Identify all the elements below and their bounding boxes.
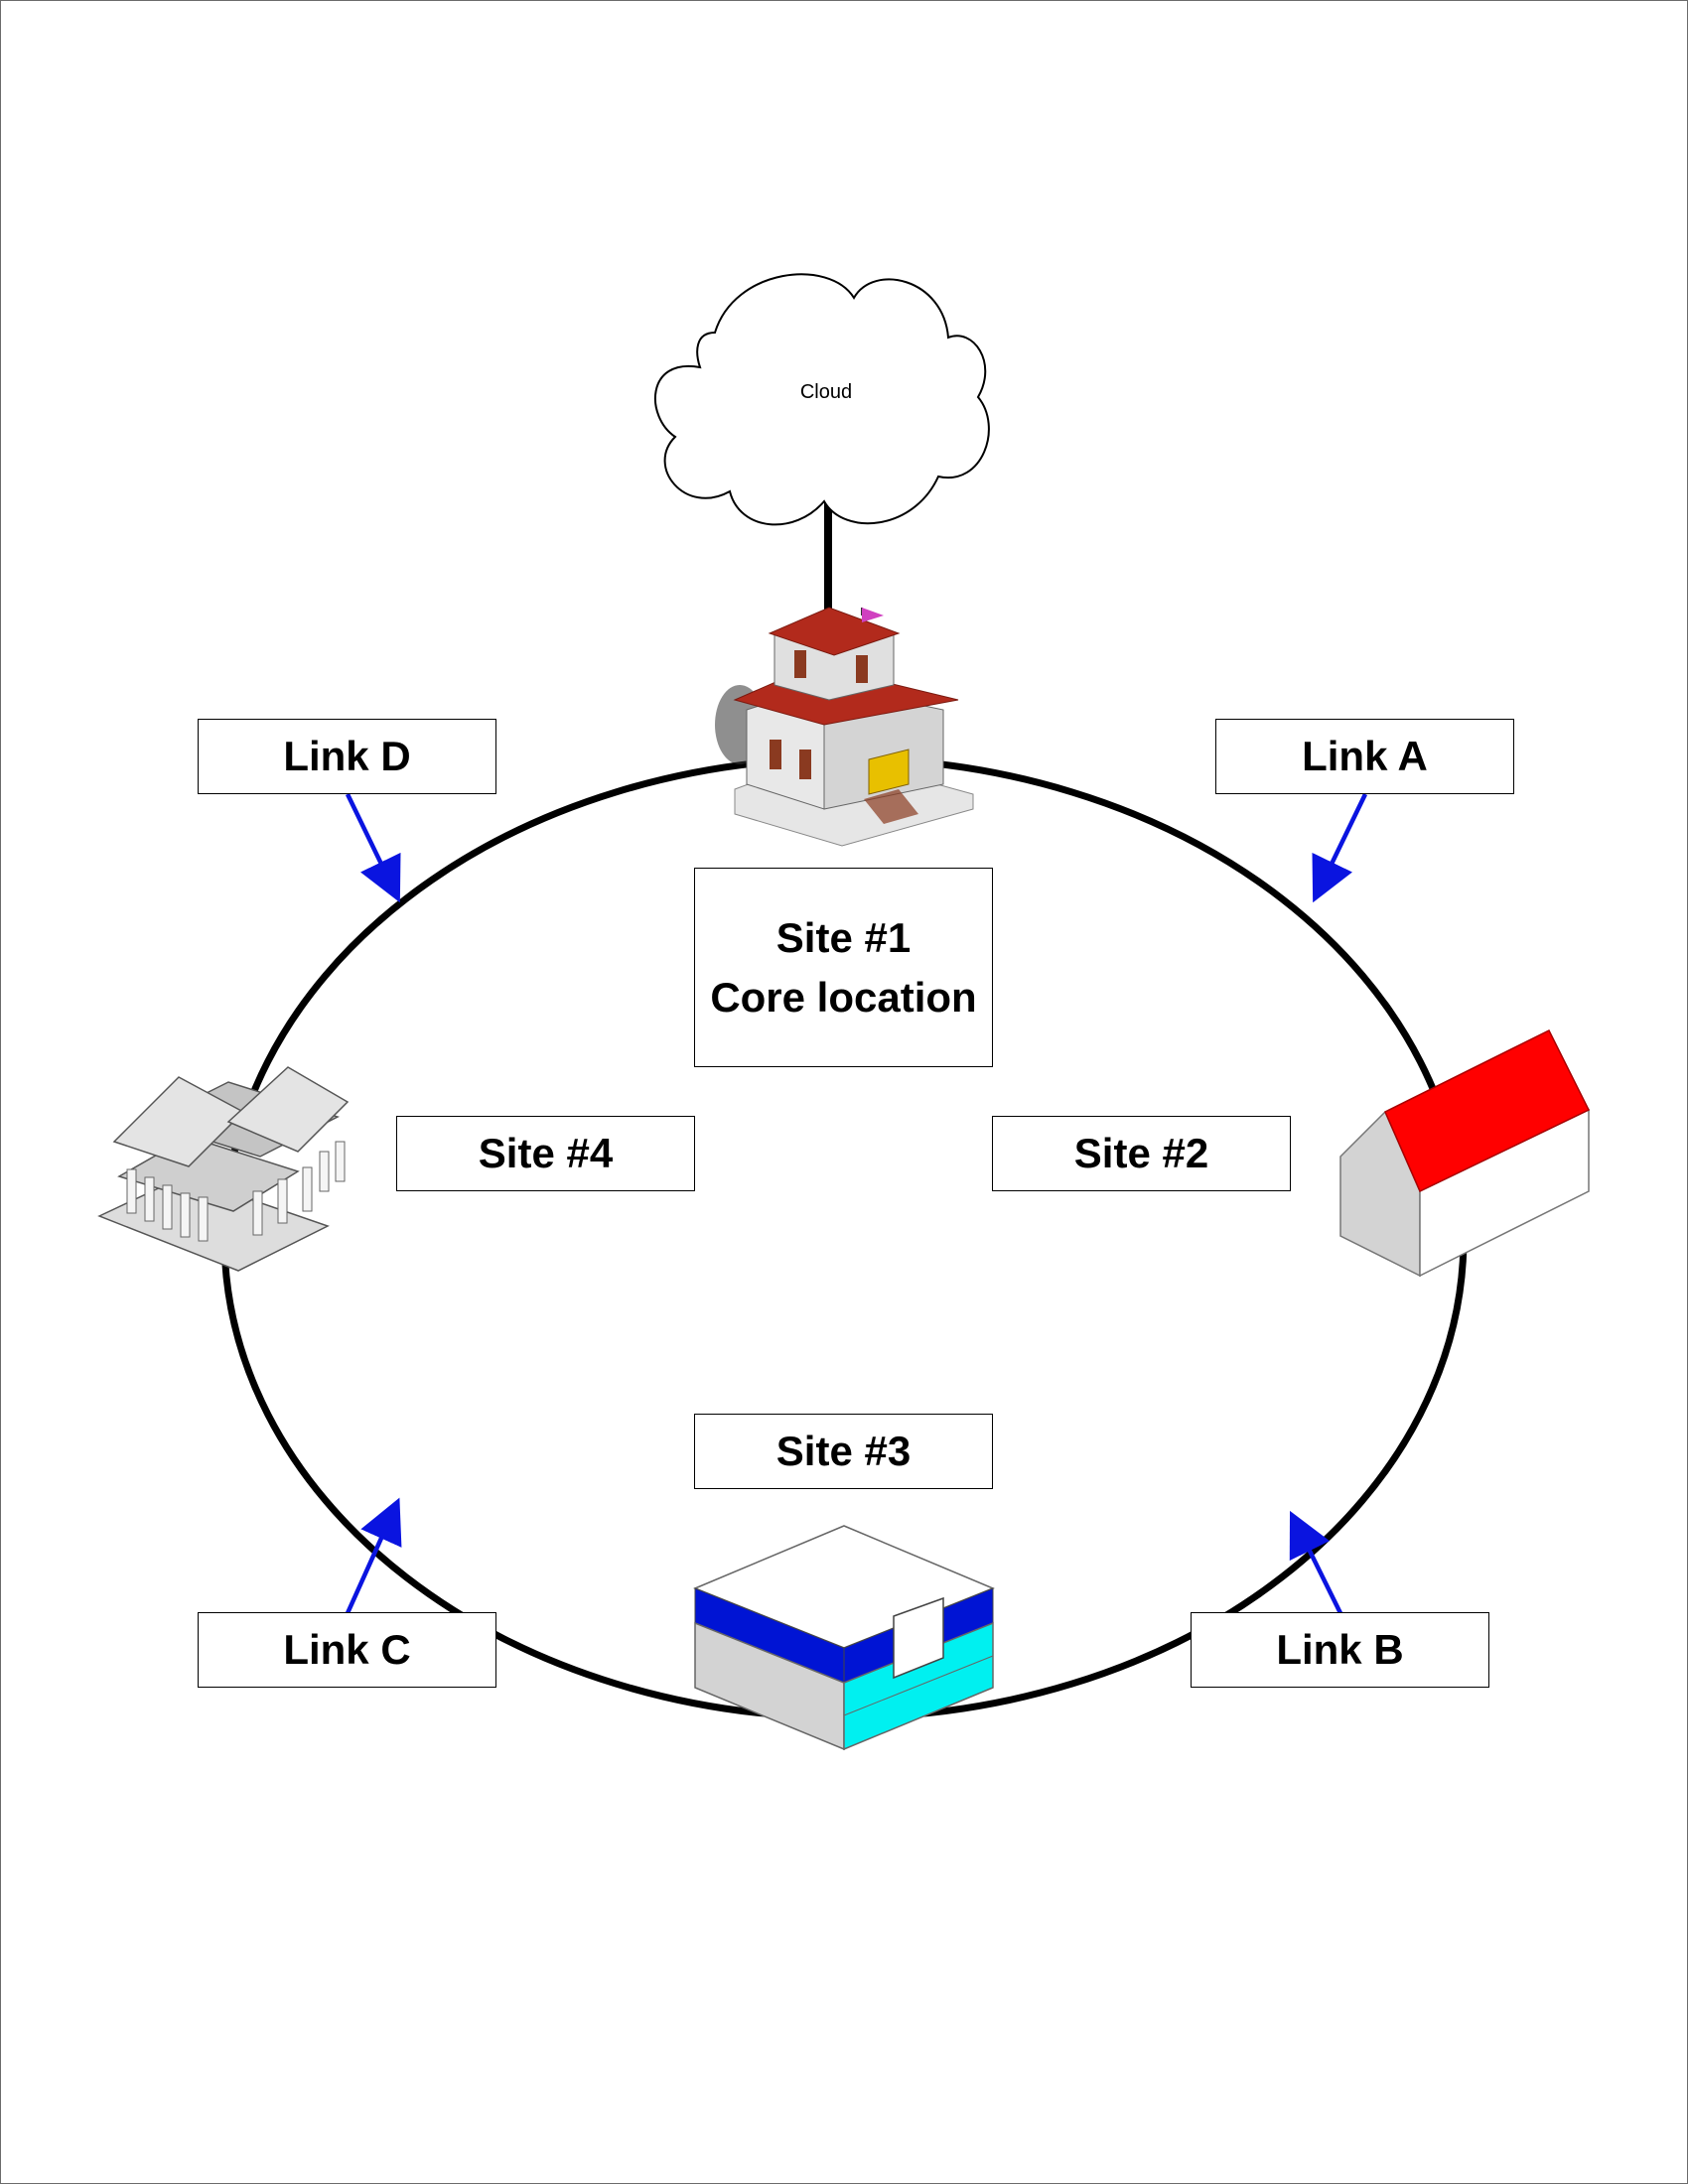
link-b-label: Link B: [1191, 1612, 1489, 1688]
cloud-icon: [654, 273, 990, 526]
house-icon: [1339, 1028, 1591, 1278]
link-c-arrow: [345, 1497, 402, 1614]
link-d-arrow: [345, 793, 401, 903]
link-a-label: Link A: [1215, 719, 1514, 794]
store-icon: [693, 1525, 995, 1751]
link-c-label: Link C: [198, 1612, 496, 1688]
link-d-label: Link D: [198, 719, 496, 794]
site-4-label: Site #4: [396, 1116, 695, 1191]
site-3-label: Site #3: [694, 1414, 993, 1489]
link-b-arrow: [1289, 1510, 1343, 1614]
link-a-arrow: [1312, 793, 1368, 903]
site-2-label: Site #2: [992, 1116, 1291, 1191]
castle-icon: [715, 607, 974, 847]
site-1-label: Site #1 Core location: [694, 868, 993, 1067]
site-1-role: Core location: [710, 973, 977, 1021]
site-1-name: Site #1: [775, 913, 912, 961]
cloud-label: Cloud: [799, 381, 853, 403]
temple-icon: [97, 1066, 350, 1272]
